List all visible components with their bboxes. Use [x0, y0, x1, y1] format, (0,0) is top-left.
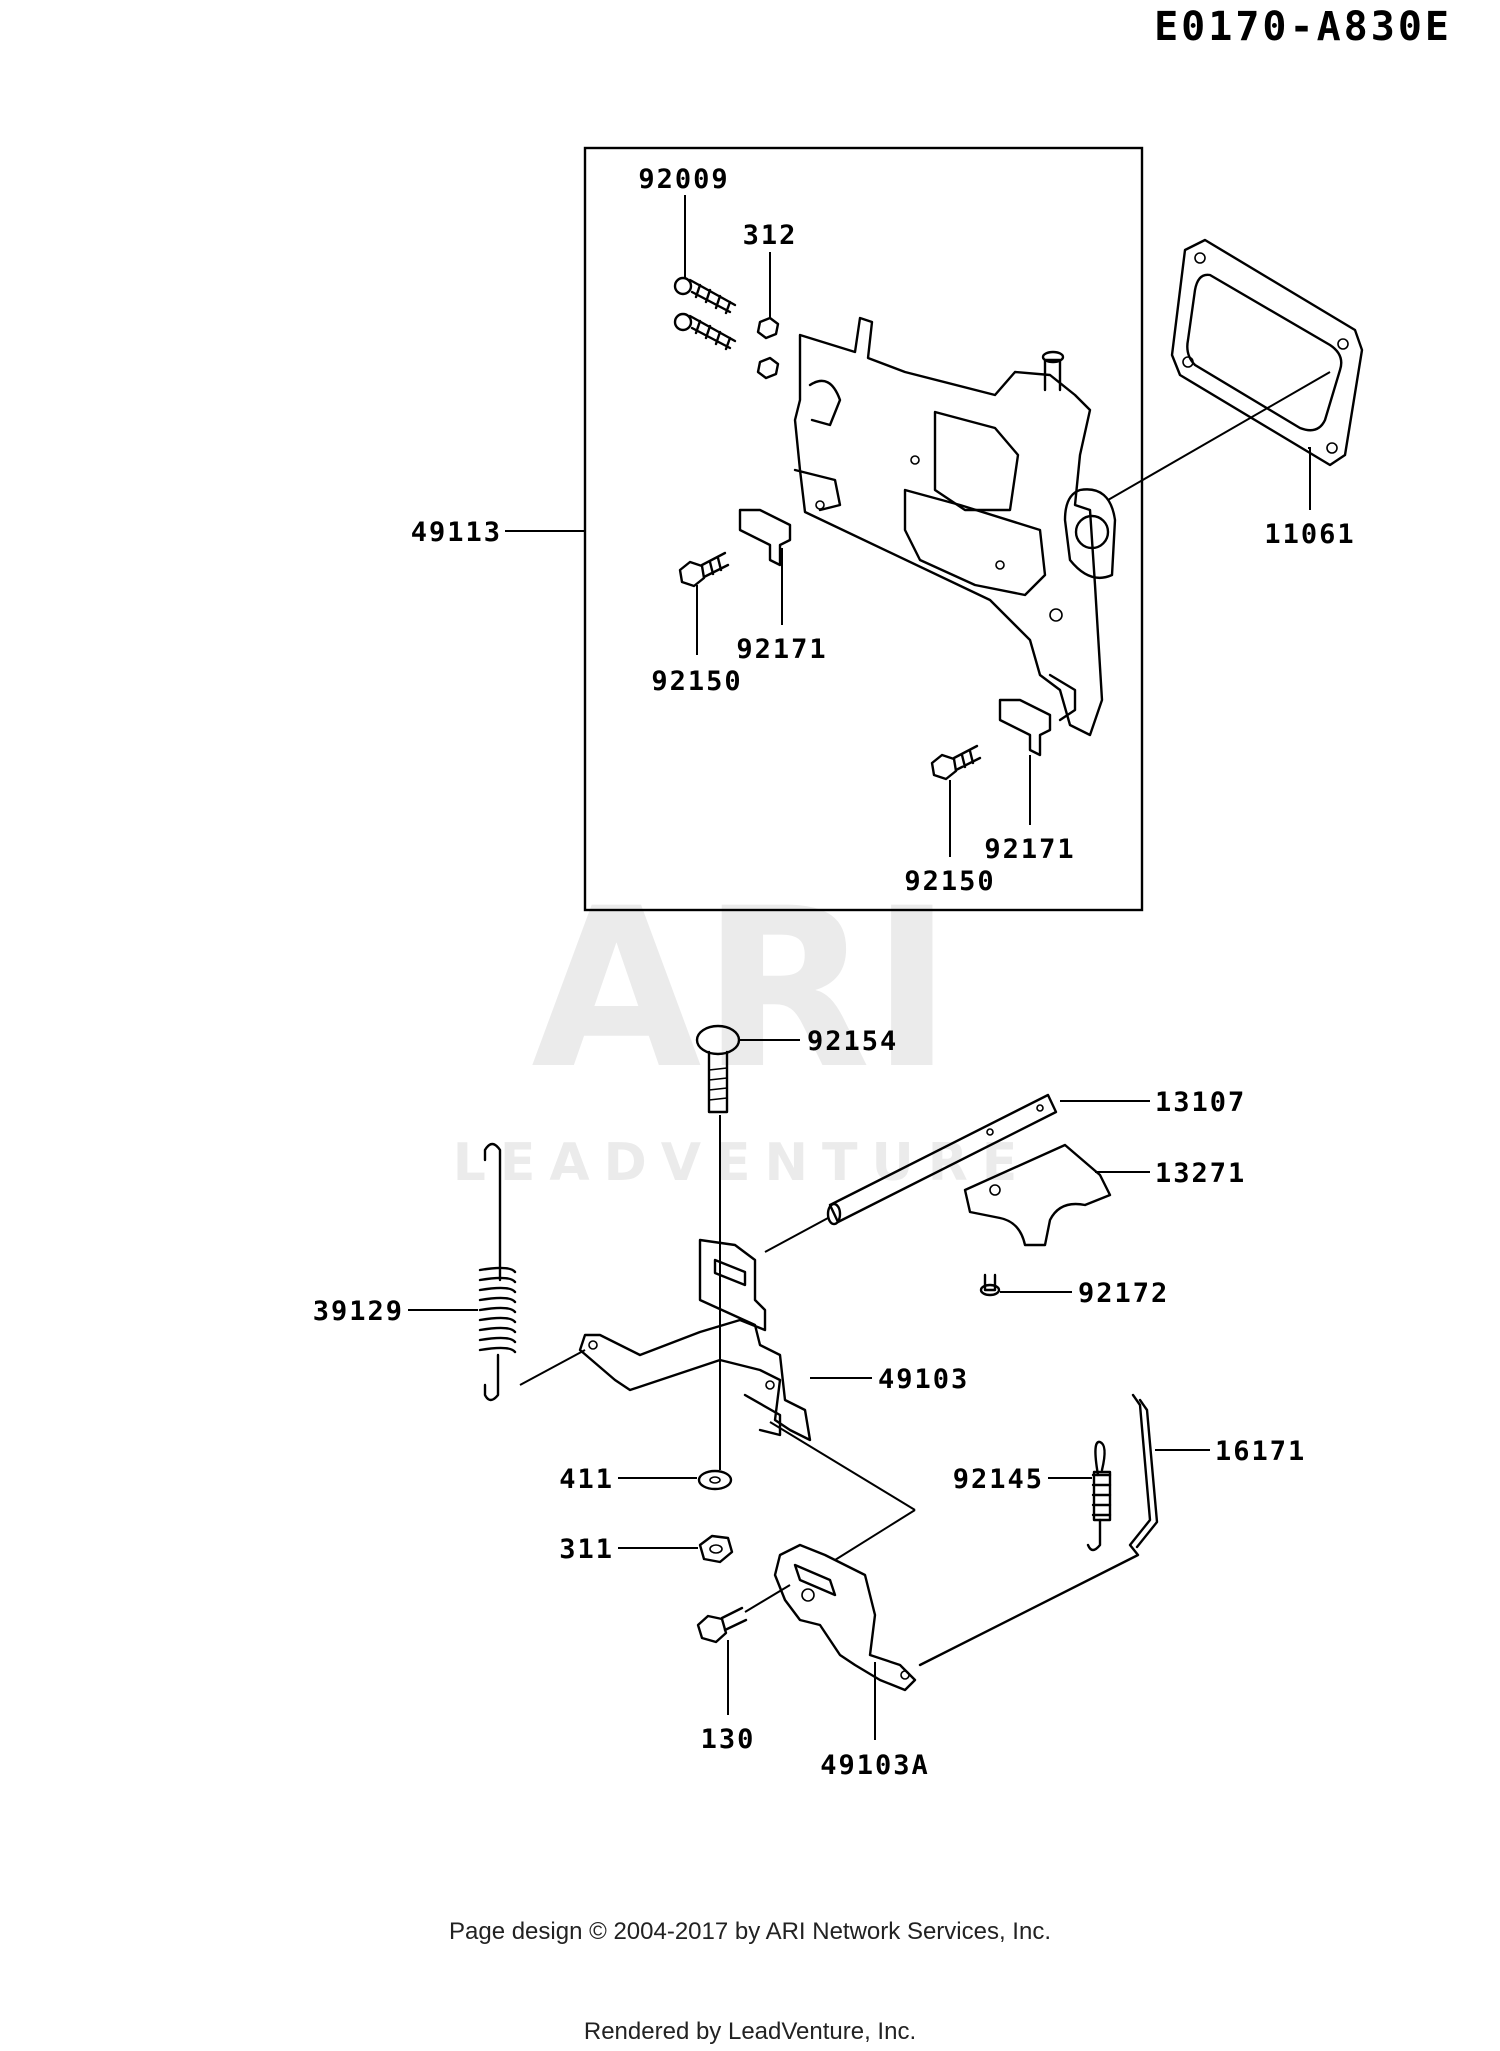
- label-13271: 13271: [1155, 1158, 1246, 1189]
- label-92171-b: 92171: [984, 834, 1075, 865]
- assembly-box: [583, 146, 1144, 912]
- label-49103: 49103: [878, 1364, 969, 1395]
- bolt-92009-drawing: [673, 276, 737, 351]
- label-92172: 92172: [1078, 1278, 1169, 1309]
- plate-13271-drawing: [963, 1143, 1112, 1247]
- label-130: 130: [701, 1724, 756, 1755]
- label-92171-a: 92171: [736, 634, 827, 665]
- bolt-92150-drawing: [678, 551, 982, 781]
- watermark-wordmark: LEADVENTURE: [453, 1133, 1032, 1193]
- label-49113: 49113: [411, 517, 502, 548]
- rod-16171-drawing: [918, 1393, 1159, 1667]
- label-92145: 92145: [953, 1464, 1044, 1495]
- leader-lines-lower: [408, 1039, 1210, 1740]
- label-411: 411: [559, 1464, 614, 1495]
- screw-92172-drawing: [979, 1273, 1001, 1297]
- shaft-13107-drawing: [826, 1093, 1058, 1226]
- spring-39129-drawing: [478, 1142, 517, 1402]
- bolt-130-drawing: [696, 1606, 748, 1644]
- label-92150-b: 92150: [904, 866, 995, 897]
- spring-92145-drawing: [1086, 1440, 1112, 1552]
- lever-49103A-drawing: [773, 1543, 917, 1692]
- label-311: 311: [559, 1534, 614, 1565]
- label-11061: 11061: [1264, 519, 1355, 550]
- label-16171: 16171: [1215, 1436, 1306, 1467]
- nut-311-drawing: [698, 1534, 734, 1564]
- label-92009: 92009: [638, 164, 729, 195]
- label-49103A: 49103A: [820, 1750, 930, 1781]
- footer-copyright: Page design © 2004-2017 by ARI Network S…: [448, 1918, 1051, 1945]
- nut-312-drawing: [756, 316, 780, 380]
- base-plate-drawing: [793, 316, 1117, 737]
- diagram-code: E0170-A830E: [1154, 4, 1452, 50]
- gasket-11061-drawing: [1170, 238, 1364, 467]
- watermark: ARI LEADVENTURE: [453, 861, 1032, 1193]
- label-312: 312: [743, 220, 798, 251]
- part-labels: 92009 312 49113 11061 92171 92150 92171 …: [313, 164, 1355, 1781]
- label-92154: 92154: [807, 1026, 898, 1057]
- footer-rendered-by: Rendered by LeadVenture, Inc.: [583, 2018, 917, 2045]
- label-13107: 13107: [1155, 1087, 1246, 1118]
- lever-49103-drawing: [578, 1238, 812, 1442]
- label-92150-a: 92150: [651, 666, 742, 697]
- bolt-92154-drawing: [695, 1024, 741, 1114]
- watermark-logo: ARI: [531, 861, 953, 1117]
- leader-lines-upper: [505, 195, 1331, 857]
- clamp-92171-drawing: [738, 508, 1052, 757]
- label-39129: 39129: [313, 1296, 404, 1327]
- washer-411-drawing: [697, 1469, 733, 1491]
